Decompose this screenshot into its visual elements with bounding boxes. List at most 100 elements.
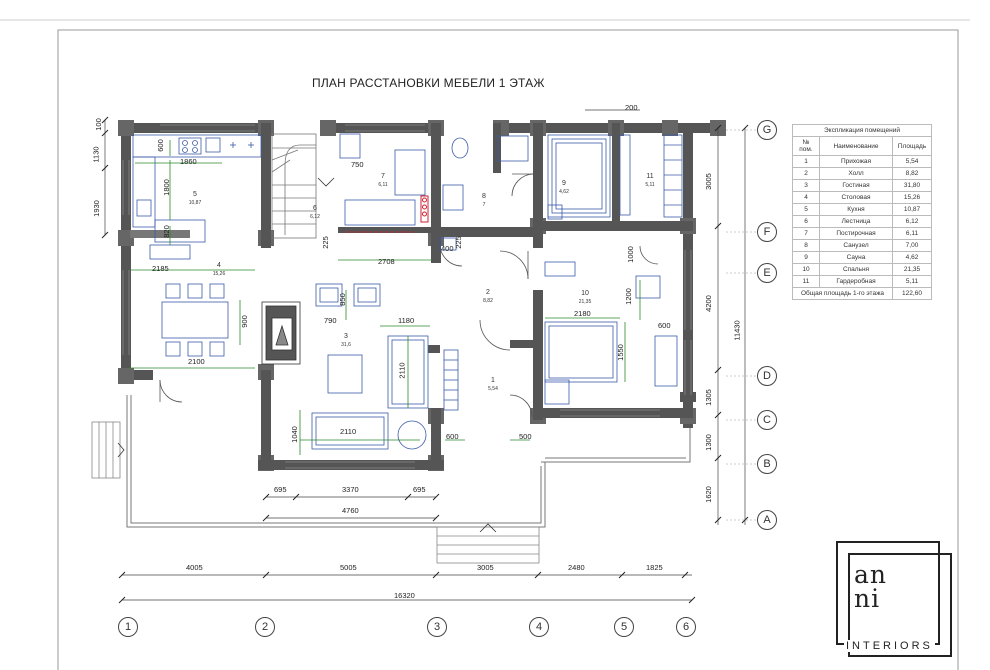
dim-dining-bottom: 2100 [188,357,205,366]
dim-left-2: 1130 [91,146,101,163]
axis-leaders [726,129,756,521]
dim-tv-width: 2110 [340,427,357,436]
axis-marker-2: 2 [255,617,275,637]
total-label: Общая площадь 1-го этажа [792,287,893,300]
dim-laundry-b: 400 [441,244,454,253]
dim-left-1: 100 [93,118,103,131]
dim-sofa-width: 1180 [398,316,415,325]
dim-bath-a: 1000 [625,246,635,263]
col-name: Наименование [819,136,893,156]
logo-frame-front [848,553,952,657]
dim-bottom-4: 2480 [568,563,585,572]
windows [122,124,692,469]
dim-top: 200 [625,103,638,112]
axis-marker-4: 4 [529,617,549,637]
axis-marker-F: F [757,222,777,242]
dim-right-1: 3005 [703,173,713,190]
dim-right-total: 11430 [732,320,742,341]
dim-hall-b: 500 [519,432,532,441]
dim-right-3: 1305 [703,389,713,406]
explication-header: Экспликация помещений [792,124,932,137]
axis-marker-A: A [757,510,777,530]
dim-bottom-1: 4005 [186,563,203,572]
dim-sofa-height: 2110 [397,362,407,379]
dim-porch-a: 695 [274,485,287,494]
dim-left-3: 1930 [91,200,101,217]
dimension-ticks [101,116,749,604]
axis-marker-3: 3 [427,617,447,637]
dim-tv-height: 1040 [289,426,299,443]
fireplace [261,301,301,365]
total-row: Общая площадь 1-го этажа 122,60 [792,287,932,300]
dim-right-2: 4200 [703,295,713,312]
porch-steps [91,421,540,564]
dim-bottom-5: 1825 [646,563,663,572]
dim-porch-b: 3370 [342,485,359,494]
dim-bed-c: 1200 [623,288,633,305]
dim-fire-b: 790 [324,316,337,325]
dim-kitchen-b: 1800 [161,179,171,196]
doors [159,173,659,418]
dim-stair-b: 225 [320,236,330,249]
plan-title: ПЛАН РАССТАНОВКИ МЕБЕЛИ 1 ЭТАЖ [312,76,545,90]
axis-marker-6: 6 [676,617,696,637]
inner-dimension-lines [130,140,641,455]
axis-marker-5: 5 [614,617,634,637]
dim-laundry-c: 225 [453,236,463,249]
dim-bottom-total: 16320 [394,591,415,600]
logo-subtitle: INTERIORS [844,640,935,652]
dim-dining-height: 900 [239,315,249,328]
axis-marker-G: G [757,120,777,140]
dim-porch-c: 695 [413,485,426,494]
dim-kitchen-a: 600 [155,139,165,152]
axis-marker-C: C [757,410,777,430]
dim-dining-width: 2185 [152,264,169,273]
total-value: 122,60 [892,287,932,300]
staircase [271,133,335,239]
axis-marker-1: 1 [118,617,138,637]
axis-marker-D: D [757,366,777,386]
dim-porch-total: 4760 [342,506,359,515]
dim-right-4: 1300 [703,434,713,451]
dim-kitchen-width: 1860 [180,157,197,166]
explication-table: Экспликация помещений № пом. Наименовани… [792,124,932,300]
dim-bottom-2: 5005 [340,563,357,572]
col-area: Площадь [892,136,932,156]
heaters [345,195,429,233]
dim-kitchen-c: 820 [161,225,171,238]
dim-hall-a: 600 [446,432,459,441]
dim-fire-a: 850 [337,293,347,306]
dim-bed-d: 600 [658,321,671,330]
col-num: № пом. [792,136,820,156]
dim-bottom-3: 3005 [477,563,494,572]
dim-stair-a: 750 [351,160,364,169]
axis-marker-B: B [757,454,777,474]
dim-laundry-width: 2708 [378,257,395,266]
dim-bed-height: 1550 [615,344,625,361]
axis-marker-E: E [757,263,777,283]
dim-right-5: 1620 [703,486,713,503]
